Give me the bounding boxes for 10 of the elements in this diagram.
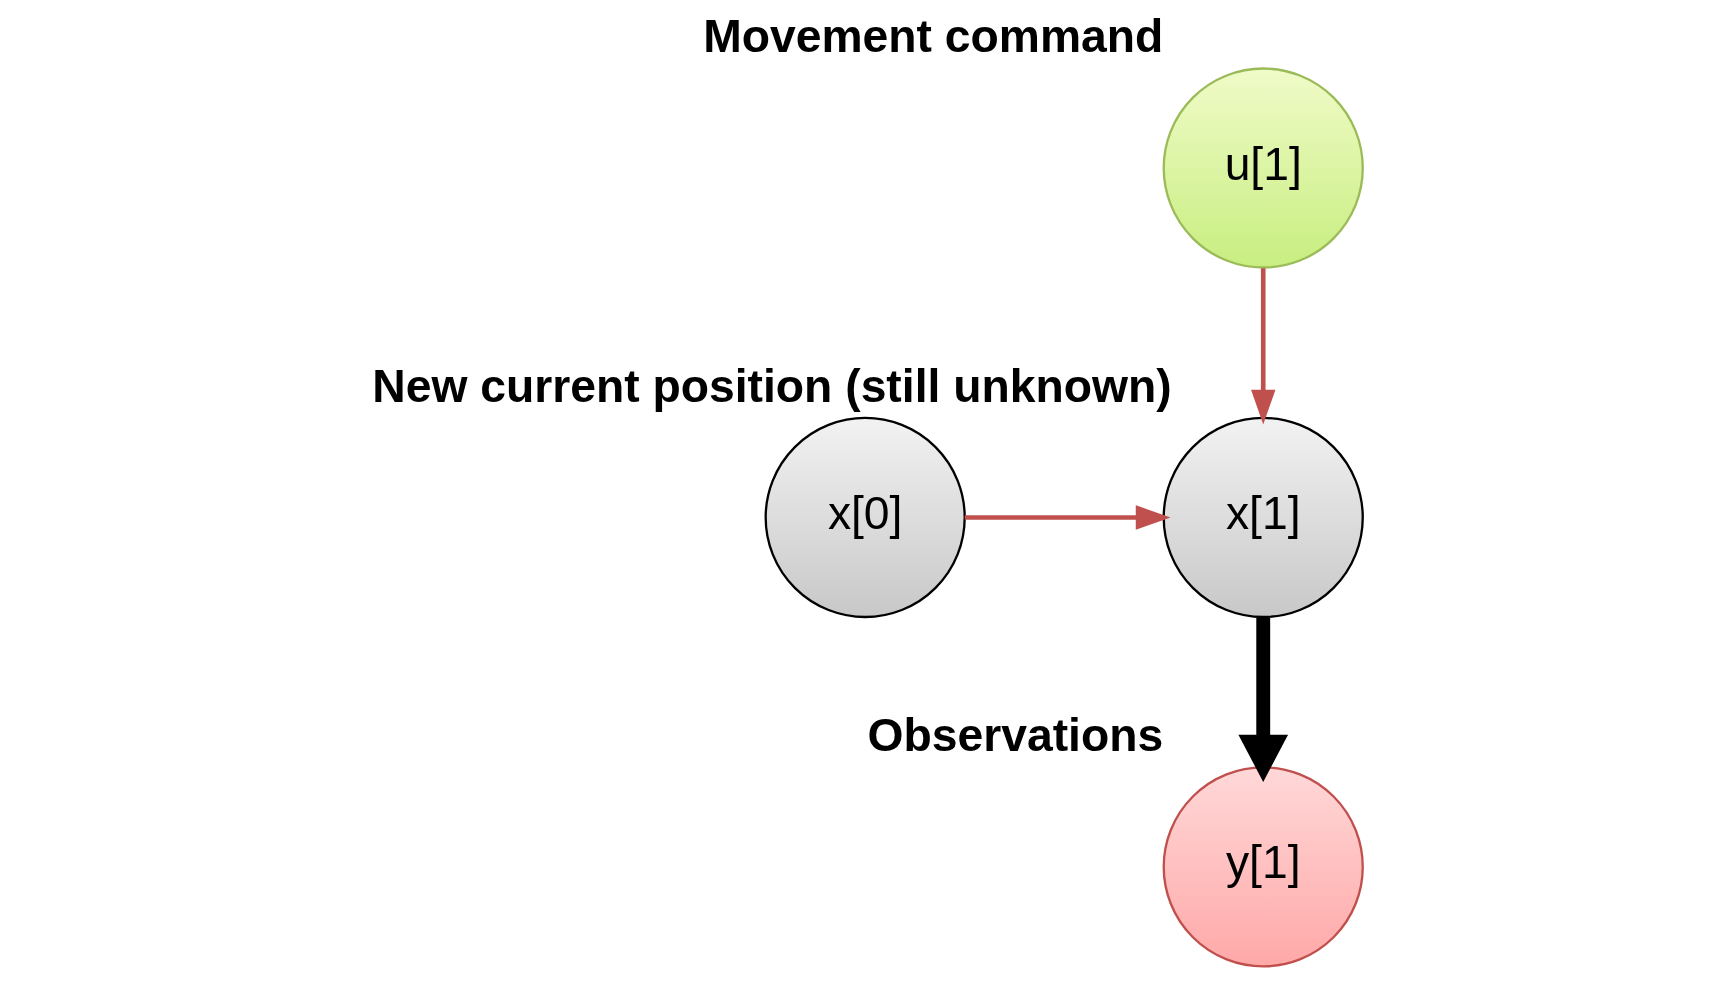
node-label: Movement command — [703, 10, 1164, 63]
arrow — [1251, 268, 1276, 425]
node-circle: x[1] — [1162, 416, 1364, 619]
node-circle: y[1] — [1162, 766, 1364, 968]
arrow — [964, 505, 1171, 530]
node-circle: u[1] — [1162, 67, 1364, 269]
node-label: New current position (still unknown) — [372, 359, 1172, 412]
node-label: Observations — [867, 709, 1164, 762]
arrow — [1238, 617, 1289, 782]
node-circle: x[0] — [764, 416, 966, 619]
